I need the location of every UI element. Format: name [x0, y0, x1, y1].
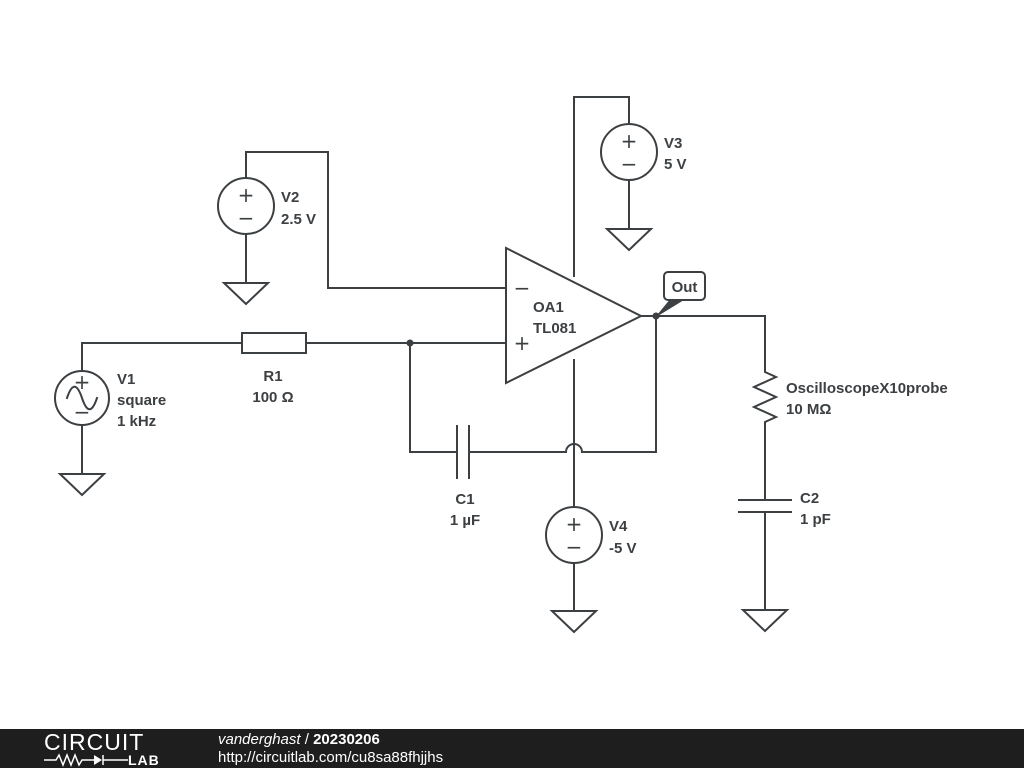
footer-bar — [0, 729, 1024, 768]
v2-plus-sign: + — [238, 183, 255, 207]
resistor-diode-logo-icon — [44, 753, 128, 767]
brand-logo-top: CIRCUIT — [44, 729, 145, 755]
v2-minus-sign: − — [238, 206, 255, 230]
ground-icon — [549, 610, 599, 634]
v2-source[interactable]: + − — [217, 177, 275, 235]
v1-type-label: square — [117, 392, 166, 409]
probe-value-label: 10 MΩ — [786, 401, 831, 418]
opamp-plus-sign: + — [514, 331, 531, 355]
v1-minus-sign: − — [74, 400, 91, 424]
author-separator: / — [300, 731, 314, 748]
junction-node-noninv — [406, 339, 414, 347]
ground-icon — [604, 228, 654, 252]
c1-capacitor[interactable] — [456, 425, 470, 479]
c1-name-label: C1 — [455, 491, 474, 508]
brand-logo-bottom: LAB — [128, 752, 160, 768]
v1-plus-sign: + — [74, 370, 91, 394]
v3-value-label: 5 V — [664, 156, 687, 173]
probe-name-label: OscilloscopeX10probe — [786, 380, 948, 397]
v1-name-label: V1 — [117, 371, 135, 388]
ground-icon — [57, 473, 107, 497]
v3-source[interactable]: + − — [600, 123, 658, 181]
author-date-line: vanderghast / 20230206 — [218, 731, 380, 749]
v4-name-label: V4 — [609, 518, 628, 535]
v4-source[interactable]: + − — [545, 506, 603, 564]
oa1-opamp[interactable]: − + — [505, 246, 644, 385]
oa1-name-label: OA1 — [533, 299, 564, 316]
circuit-date: 20230206 — [313, 731, 380, 748]
probe-resistor[interactable] — [751, 363, 779, 429]
ground-icon — [740, 609, 790, 633]
v2-name-label: V2 — [281, 189, 299, 206]
circuit-url-link[interactable]: http://circuitlab.com/cu8sa88fhjjhs — [218, 749, 444, 766]
oa1-part-label: TL081 — [533, 320, 576, 337]
v1-source[interactable]: + − — [54, 370, 110, 426]
wires — [81, 96, 766, 612]
c1-value-label: 1 µF — [450, 512, 480, 529]
c2-capacitor[interactable] — [738, 499, 792, 513]
junction-node-output — [652, 312, 660, 320]
r1-value-label: 100 Ω — [252, 389, 293, 406]
v4-value-label: -5 V — [609, 540, 637, 557]
out-node-tag[interactable] — [656, 271, 706, 317]
ground-icon — [221, 282, 271, 306]
v4-minus-sign: − — [566, 535, 583, 559]
v1-value-label: 1 kHz — [117, 413, 156, 430]
opamp-minus-sign: − — [514, 276, 531, 300]
v3-name-label: V3 — [664, 135, 682, 152]
v2-value-label: 2.5 V — [281, 211, 316, 228]
v3-minus-sign: − — [621, 152, 638, 176]
out-node-label: Out — [672, 279, 698, 296]
author-name[interactable]: vanderghast — [218, 731, 301, 748]
r1-name-label: R1 — [263, 368, 282, 385]
c2-name-label: C2 — [800, 490, 819, 507]
v3-plus-sign: + — [621, 129, 638, 153]
v4-plus-sign: + — [566, 512, 583, 536]
c2-value-label: 1 pF — [800, 511, 831, 528]
r1-resistor[interactable] — [241, 332, 307, 354]
